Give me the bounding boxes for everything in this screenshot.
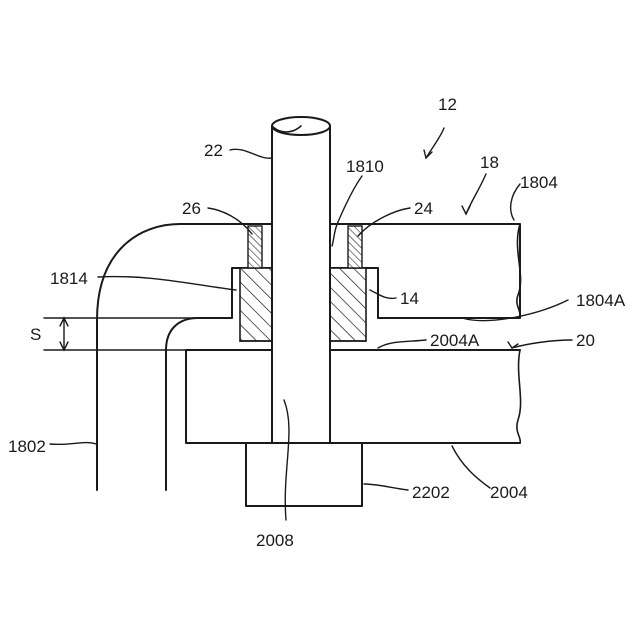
label-1810: 1810 — [346, 157, 384, 176]
leader-22 — [230, 149, 272, 158]
label-2202: 2202 — [412, 483, 450, 502]
label-S: S — [30, 325, 41, 344]
leader-2004A — [378, 340, 426, 348]
shaft-22 — [272, 126, 330, 443]
bushing-right-14 — [330, 268, 366, 341]
leader-20 — [512, 340, 572, 348]
label-24: 24 — [414, 199, 433, 218]
collar-2202 — [246, 443, 362, 506]
label-1814: 1814 — [50, 269, 88, 288]
leader-12 — [426, 128, 444, 158]
label-26: 26 — [182, 199, 201, 218]
label-12: 12 — [438, 95, 457, 114]
label-14: 14 — [400, 289, 419, 308]
seal-24 — [348, 226, 362, 268]
label-1802: 1802 — [8, 437, 46, 456]
label-1804: 1804 — [520, 173, 558, 192]
label-1804A: 1804A — [576, 291, 626, 310]
leader-2202 — [364, 484, 408, 490]
arrowhead-18 — [462, 206, 470, 214]
leader-1802 — [50, 443, 96, 445]
bushing-left-14 — [240, 268, 272, 341]
label-22: 22 — [204, 141, 223, 160]
leader-2004 — [452, 446, 490, 488]
leader-1804 — [511, 184, 520, 220]
label-2004: 2004 — [490, 483, 528, 502]
lower-plate-break — [517, 350, 521, 443]
label-2008: 2008 — [256, 531, 294, 550]
lower-plate-2004 — [186, 350, 520, 443]
label-18: 18 — [480, 153, 499, 172]
label-2004A: 2004A — [430, 331, 480, 350]
label-20: 20 — [576, 331, 595, 350]
